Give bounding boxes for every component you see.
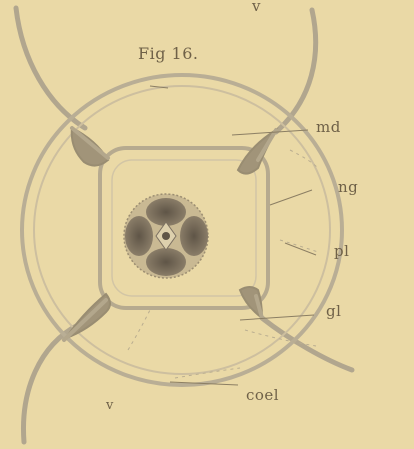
- label-v-top: v: [252, 0, 261, 15]
- label-ng: ng: [338, 178, 358, 196]
- cell-bottom: [146, 248, 186, 276]
- arc-top-right: [276, 10, 316, 132]
- cell-left: [125, 216, 153, 256]
- label-coel: coel: [246, 386, 279, 404]
- label-gl: gl: [326, 302, 341, 320]
- cluster-nucleus: [162, 232, 170, 240]
- label-v-bottom: v: [106, 398, 114, 413]
- figure-title: Fig 16.: [138, 44, 199, 63]
- label-md: md: [316, 118, 341, 136]
- cell-right: [180, 216, 208, 256]
- label-pl: pl: [334, 242, 349, 260]
- central-cluster: [124, 194, 208, 278]
- arc-top-left: [16, 8, 85, 128]
- connector-bl: [64, 300, 106, 340]
